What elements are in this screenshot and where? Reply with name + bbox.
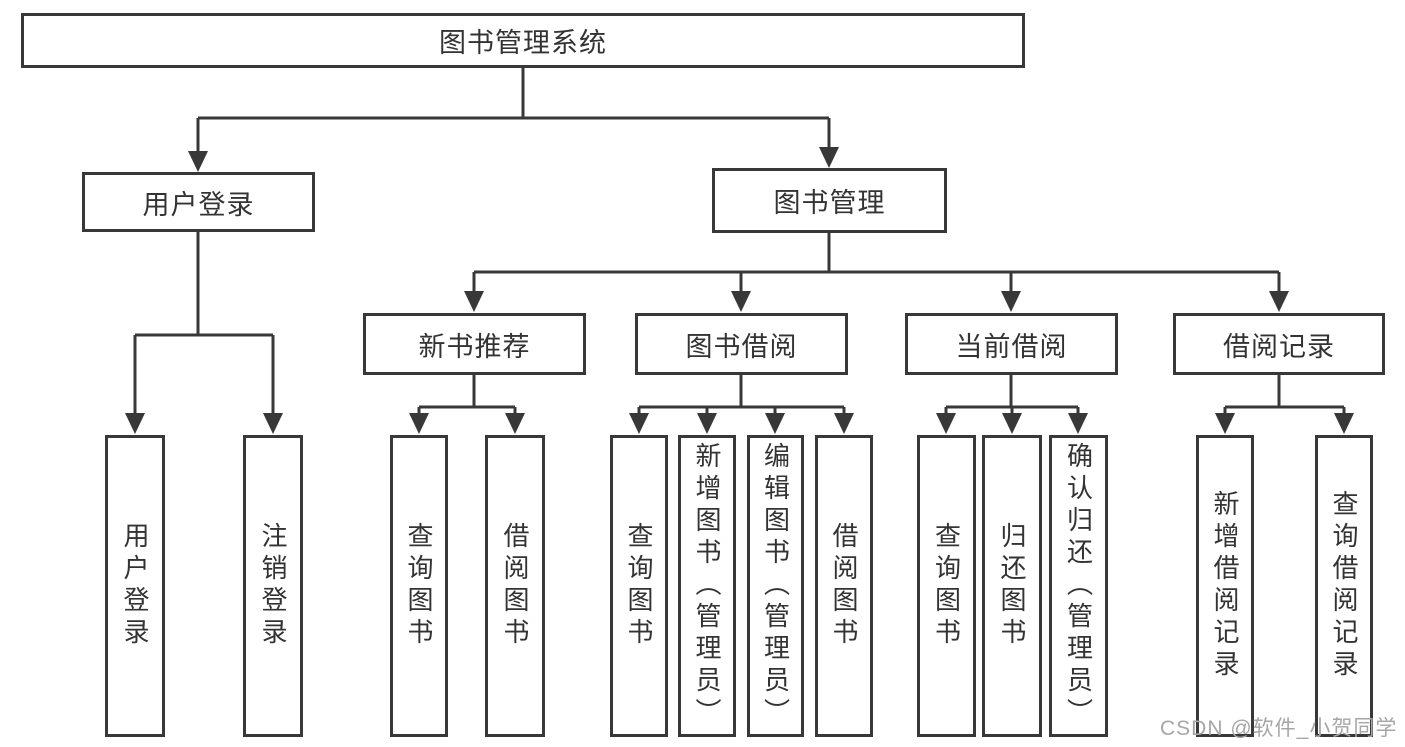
leaf-current-confirm-return-admin: 确认归还（管理员） bbox=[1049, 435, 1108, 737]
csdn-watermark: CSDN @软件_小贺同学 bbox=[1160, 717, 1398, 740]
node-book-management: 图书管理 bbox=[712, 168, 947, 233]
leaf-borrow-borrow-books: 借阅图书 bbox=[815, 435, 873, 737]
node-current-borrow: 当前借阅 bbox=[905, 313, 1118, 375]
leaf-recommend-borrow-books: 借阅图书 bbox=[485, 435, 545, 737]
connector-borrow-records-to-children bbox=[1215, 375, 1354, 434]
connector-root-to-level2 bbox=[188, 68, 839, 172]
leaf-user-login: 用户登录 bbox=[105, 435, 165, 737]
leaf-recommend-query-books: 查询图书 bbox=[390, 435, 448, 737]
connector-book-management-to-children bbox=[464, 233, 1289, 312]
node-root-library-system: 图书管理系统 bbox=[21, 13, 1025, 68]
leaf-borrow-query-books: 查询图书 bbox=[610, 435, 668, 737]
node-book-borrow: 图书借阅 bbox=[635, 313, 848, 375]
leaf-current-return-books: 归还图书 bbox=[982, 435, 1042, 737]
leaf-records-add-record: 新增借阅记录 bbox=[1196, 435, 1254, 737]
leaf-logout: 注销登录 bbox=[243, 435, 303, 737]
leaf-current-query-books: 查询图书 bbox=[917, 435, 976, 737]
leaf-borrow-add-books-admin: 新增图书（管理员） bbox=[678, 435, 736, 737]
connector-new-book-recommend-to-children bbox=[409, 375, 525, 434]
connector-book-borrow-to-children bbox=[629, 375, 854, 434]
node-new-book-recommend: 新书推荐 bbox=[363, 313, 586, 375]
connector-user-login-to-children bbox=[125, 232, 283, 434]
connector-current-borrow-to-children bbox=[936, 375, 1088, 434]
leaf-records-query-record: 查询借阅记录 bbox=[1315, 435, 1373, 737]
node-user-login: 用户登录 bbox=[82, 172, 315, 232]
leaf-borrow-edit-books-admin: 编辑图书（管理员） bbox=[747, 435, 804, 737]
node-borrow-records: 借阅记录 bbox=[1173, 313, 1385, 375]
